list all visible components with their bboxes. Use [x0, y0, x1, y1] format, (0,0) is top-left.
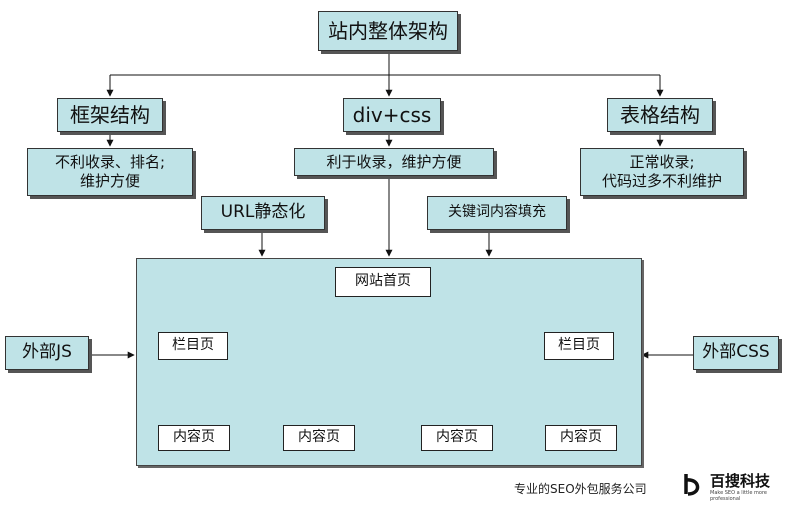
- column-page-right-box: 栏目页: [544, 332, 614, 360]
- keyword-fill-box: 关键词内容填充: [427, 196, 567, 230]
- div-css-note: 利于收录，维护方便: [294, 148, 494, 176]
- root-title-box: 站内整体架构: [318, 11, 458, 51]
- url-static-box: URL静态化: [201, 196, 325, 230]
- div-css-note-line1: 利于收录，维护方便: [326, 152, 462, 171]
- content-page-label-2: 内容页: [298, 429, 340, 446]
- logo-name: 百搜科技: [710, 472, 771, 490]
- footer-caption: 专业的SEO外包服务公司: [514, 482, 647, 496]
- external-css-box: 外部CSS: [693, 336, 779, 370]
- home-page-label: 网站首页: [355, 273, 411, 290]
- table-structure-box: 表格结构: [607, 98, 713, 132]
- logo-tagline: Make SEO a little more professional: [710, 490, 767, 502]
- frame-note-line2: 维护方便: [79, 172, 140, 190]
- external-js-box: 外部JS: [5, 336, 89, 370]
- content-page-label-3: 内容页: [436, 429, 478, 446]
- table-structure-note: 正常收录; 代码过多不利维护: [580, 148, 744, 196]
- column-page-left-label: 栏目页: [172, 337, 214, 354]
- url-static-label: URL静态化: [220, 202, 306, 223]
- frame-structure-note: 不利收录、排名; 维护方便: [27, 148, 193, 196]
- table-note-line1: 正常收录;: [629, 153, 695, 172]
- frame-note-line1: 不利收录、排名;: [54, 153, 166, 172]
- column-page-left-box: 栏目页: [158, 332, 228, 360]
- table-structure-label: 表格结构: [620, 102, 700, 127]
- frame-structure-box: 框架结构: [57, 98, 163, 132]
- keyword-fill-label: 关键词内容填充: [448, 204, 546, 221]
- div-css-box: div+css: [343, 98, 441, 132]
- content-page-box-2: 内容页: [283, 425, 355, 451]
- content-page-label-4: 内容页: [560, 429, 602, 446]
- div-css-label: div+css: [352, 102, 432, 127]
- logo-icon: [684, 474, 700, 496]
- content-page-box-4: 内容页: [545, 425, 617, 451]
- table-note-line2: 代码过多不利维护: [601, 172, 722, 190]
- home-page-box: 网站首页: [335, 267, 431, 297]
- external-css-label: 外部CSS: [702, 342, 770, 363]
- frame-structure-label: 框架结构: [70, 102, 150, 127]
- external-js-label: 外部JS: [22, 342, 72, 363]
- content-page-box-3: 内容页: [421, 425, 493, 451]
- column-page-right-label: 栏目页: [558, 337, 600, 354]
- content-page-box-1: 内容页: [158, 425, 230, 451]
- content-page-label-1: 内容页: [173, 429, 215, 446]
- root-title: 站内整体架构: [328, 18, 448, 43]
